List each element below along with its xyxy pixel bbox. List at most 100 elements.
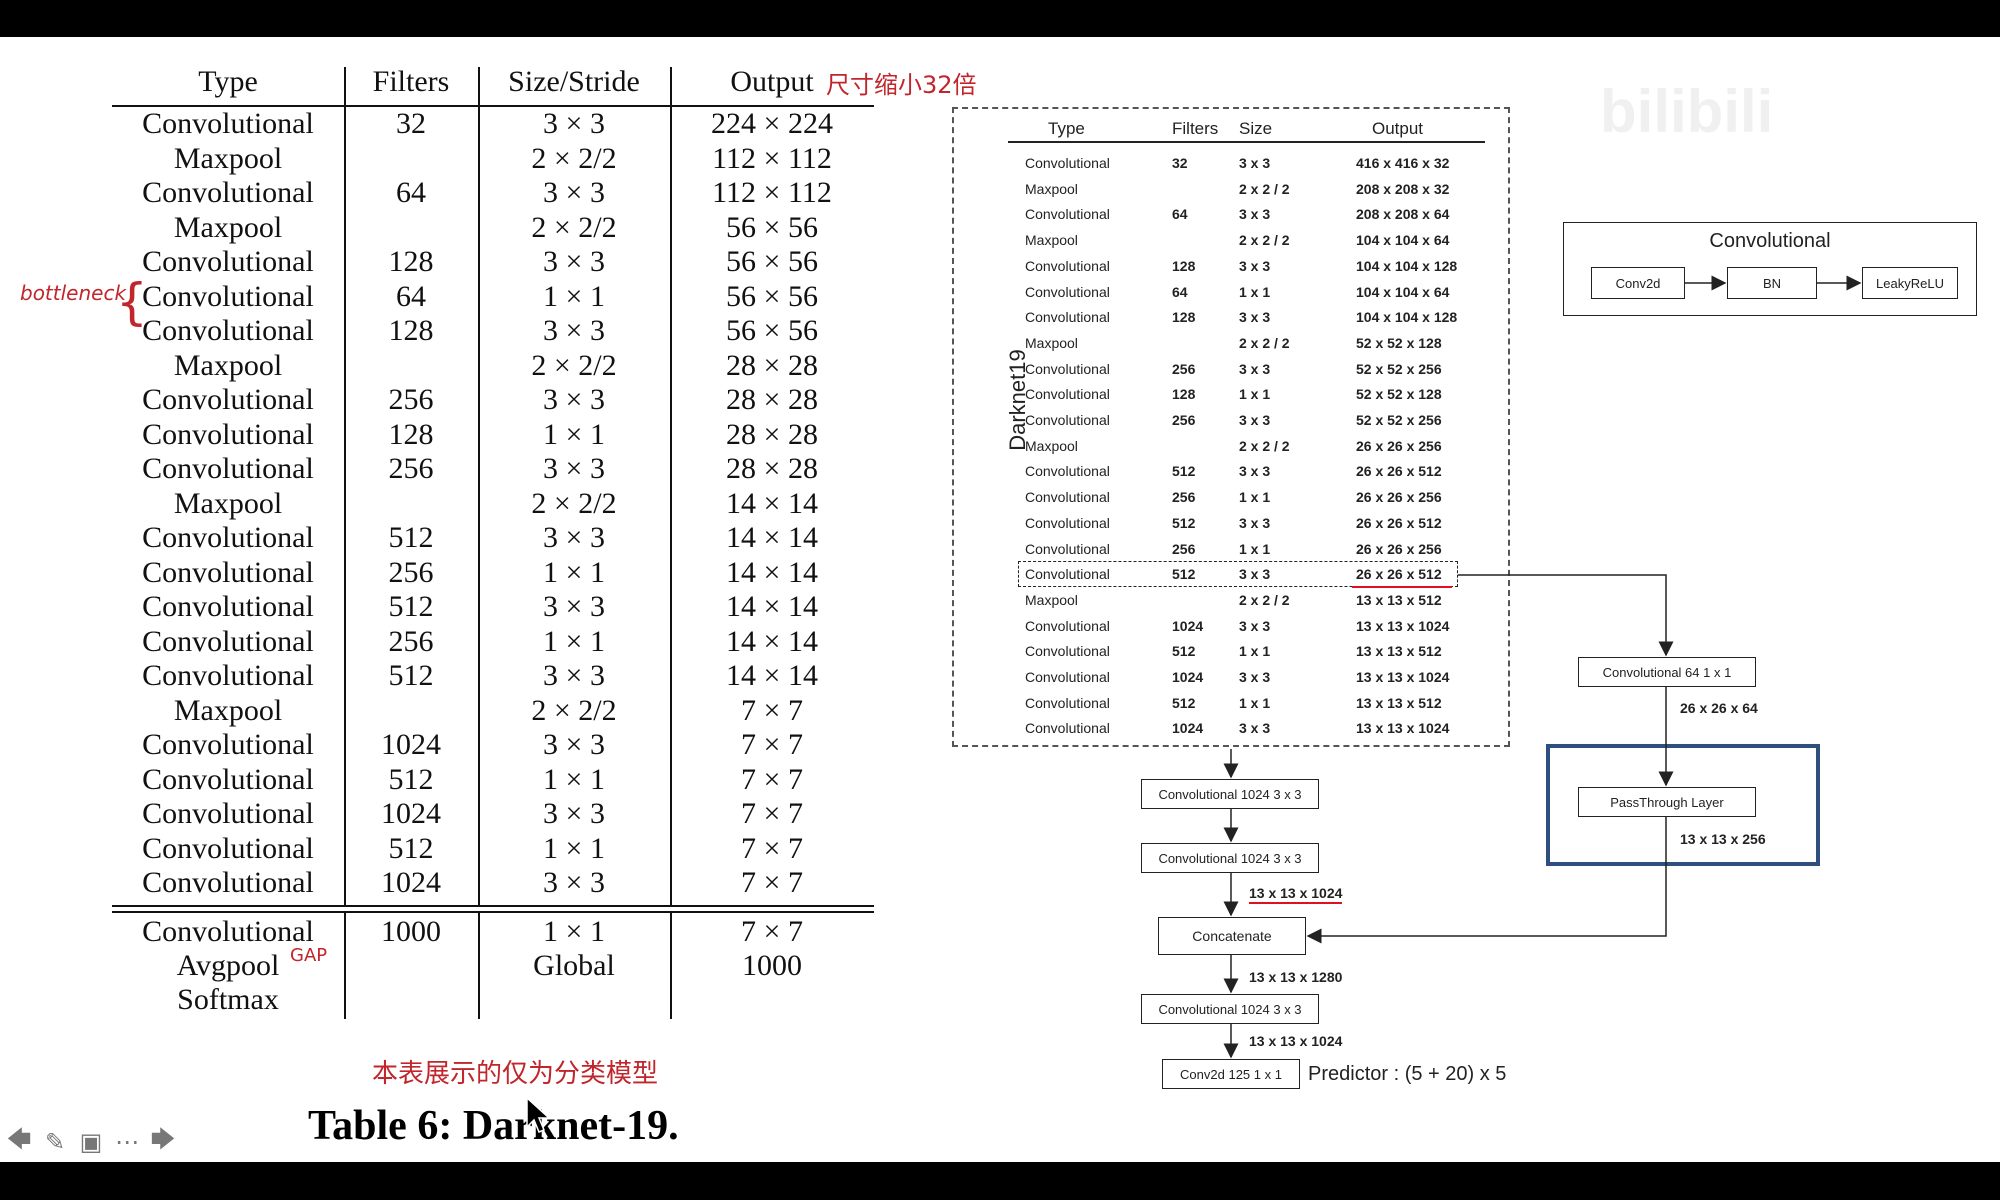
bilibili-watermark: bilibili [1600,78,1774,145]
diagram-output-cell: 26 x 26 x 512 [1356,566,1442,583]
filters-cell: 1024 [381,797,441,830]
type-cell: Convolutional [142,590,314,623]
output-cell: 28 × 28 [726,383,818,416]
filters-cell: 1000 [381,914,441,948]
double-rule-top [112,904,874,907]
output-cell: 14 × 14 [726,624,818,658]
diagram-size-cell: 3 x 3 [1239,720,1271,737]
diagram-output-cell: 26 x 26 x 512 [1356,463,1442,480]
diagram-size-cell: 1 x 1 [1239,386,1271,403]
passthrough-layer-out-label: 13 x 13 x 256 [1680,831,1766,847]
size-cell: 2 × 2/2 [531,141,617,175]
size-cell: 3 × 3 [543,245,605,278]
filters-cell: 256 [388,624,434,658]
diagram-filters-cell: 128 [1172,386,1196,403]
next-arrow-icon[interactable]: 🡆 [150,1124,176,1153]
filters-cell: 64 [396,176,426,209]
type-cell: Convolutional [142,831,314,865]
filters-cell: 512 [388,762,434,796]
filters-cell: 128 [388,245,434,278]
diagram-type-cell: Maxpool [1025,437,1078,454]
diagram-output-cell: 52 x 52 x 128 [1356,386,1442,403]
diagram-header-rule [1008,141,1485,143]
table-header-size: Size/Stride [508,65,640,98]
table-caption: Table 6: Darknet-19. [308,1103,679,1149]
diagram-type-cell: Convolutional [1025,617,1110,634]
diagram-output-cell: 104 x 104 x 128 [1356,309,1458,326]
column-rule-2 [670,67,672,907]
size-cell: Global [533,948,615,982]
diagram-filters-cell: 512 [1172,694,1196,711]
diagram-filters-cell: 1024 [1172,669,1204,685]
diagram-type-cell: Maxpool [1025,180,1078,197]
diagram-output-cell: 104 x 104 x 64 [1356,283,1450,300]
type-cell: Maxpool [173,210,283,244]
type-cell: Convolutional [142,866,314,899]
diagram-output-cell: 52 x 52 x 256 [1356,360,1442,377]
diagram-header-type: Type [1048,119,1085,138]
type-cell: Softmax [177,982,279,1016]
diagram-size-cell: 1 x 1 [1239,643,1271,660]
type-cell: Maxpool [173,348,283,382]
size-cell: 3 × 3 [543,107,605,140]
size-cell: 3 × 3 [543,383,605,416]
diagram-size-cell: 3 x 3 [1239,155,1271,171]
type-cell: Convolutional [142,762,314,796]
diagram-header-output: Output [1372,119,1424,138]
filters-cell: 512 [388,590,434,623]
view-icon[interactable]: ▣ [79,1128,103,1156]
diagram-size-cell: 3 x 3 [1239,566,1271,583]
diagram-type-cell: Maxpool [1025,334,1078,351]
size-cell: 3 × 3 [543,590,605,623]
diagram-type-cell: Convolutional [1025,155,1110,171]
mouse-cursor-icon [526,1097,551,1133]
type-cell: Maxpool [173,693,283,727]
output-cell: 14 × 14 [726,521,818,554]
table-header-filt: Filters [372,65,450,98]
diagram-output-cell: 208 x 208 x 32 [1356,180,1450,197]
size-cell: 1 × 1 [543,417,605,451]
diagram-filters-cell: 512 [1172,463,1196,480]
size-cell: 2 × 2/2 [531,693,617,727]
pen-icon[interactable]: ✎ [44,1128,66,1156]
output-cell: 56 × 56 [726,314,818,347]
filters-cell: 512 [388,831,434,865]
footer-column-rule-0 [344,912,346,1019]
diagram-size-cell: 2 x 2 / 2 [1239,180,1290,197]
output-cell: 1000 [742,948,802,982]
diagram-filters-cell: 1024 [1172,720,1204,737]
filters-cell: 128 [388,417,434,451]
prev-arrow-icon[interactable]: 🡄 [6,1124,32,1153]
size-cell: 3 × 3 [543,797,605,830]
type-cell: Convolutional [142,383,314,416]
size-cell: 3 × 3 [543,452,605,485]
diagram-filters-cell: 128 [1172,257,1196,274]
diagram-size-cell: 1 x 1 [1239,540,1271,557]
diagram-output-cell: 26 x 26 x 256 [1356,489,1442,506]
diagram-type-cell: Convolutional [1025,463,1110,480]
filters-cell: 1024 [381,728,441,761]
filters-cell: 256 [388,452,434,485]
diagram-size-cell: 2 x 2 / 2 [1239,591,1290,608]
output-cell: 112 × 112 [712,176,832,209]
output-cell: 224 × 224 [711,107,833,140]
diagram-size-cell: 3 x 3 [1239,669,1271,685]
type-cell: Convolutional [142,452,314,485]
output-cell: 112 × 112 [712,141,832,175]
diagram-type-cell: Convolutional [1025,309,1110,326]
type-cell: Convolutional [142,314,314,347]
type-cell: Convolutional [142,914,314,948]
diagram-output-cell: 13 x 13 x 1024 [1356,720,1450,737]
type-cell: Avgpool [176,948,280,982]
filters-cell: 1024 [381,866,441,899]
diagram-size-cell: 3 x 3 [1239,360,1271,377]
diagram-output-cell: 13 x 13 x 512 [1356,643,1442,660]
column-rule-1 [478,67,480,907]
more-icon[interactable]: ⋯ [115,1128,139,1156]
filters-cell: 64 [396,279,426,313]
diagram-size-cell: 1 x 1 [1239,283,1271,300]
column-rule-0 [344,67,346,907]
final-conv2d-node: Conv2d 125 1 x 1 [1162,1059,1300,1089]
output-cell: 14 × 14 [726,555,818,589]
